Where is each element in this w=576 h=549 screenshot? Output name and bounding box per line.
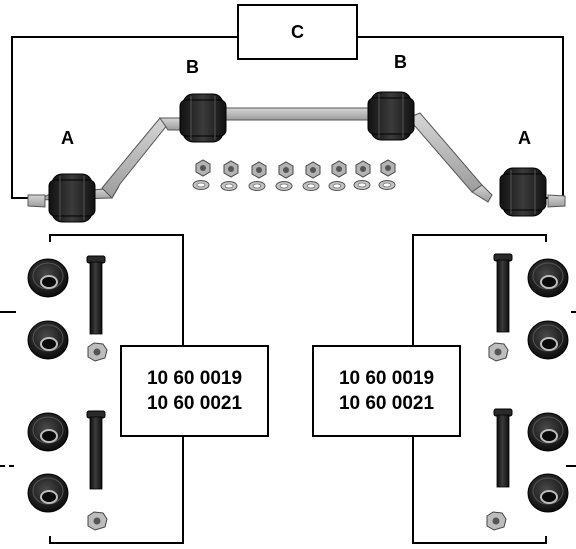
right-kit-bottom (487, 409, 568, 530)
bolt-icon (494, 254, 512, 332)
label-b-right: B (394, 53, 407, 71)
nut-icon (88, 343, 107, 361)
part-number-box-left: 10 60 0019 10 60 0021 (120, 345, 269, 437)
part-number-line1: 10 60 0019 (147, 366, 242, 391)
nut-row (196, 160, 395, 178)
right-kit-top (489, 254, 568, 361)
bushing-a-left (49, 174, 95, 222)
part-number-box-right: 10 60 0019 10 60 0021 (312, 345, 461, 437)
nut-icon (489, 343, 508, 361)
part-number-line2: 10 60 0021 (339, 391, 434, 416)
bushing-front-icon (528, 259, 568, 297)
bushing-front-icon (528, 413, 568, 451)
part-number-line1: 10 60 0019 (339, 366, 434, 391)
bushing-b-left (180, 94, 226, 142)
label-c: C (291, 22, 304, 43)
nut-icon (487, 512, 506, 530)
left-kit-top (28, 256, 107, 361)
stabilizer-bar (28, 108, 565, 207)
label-b-left: B (186, 58, 199, 76)
bushing-b-right (368, 92, 414, 140)
label-a-left: A (61, 129, 74, 147)
washer-row (193, 181, 395, 191)
bushing-a-right (500, 168, 546, 216)
bushing-front-icon (28, 474, 68, 512)
bolt-icon (87, 256, 105, 334)
label-c-box: C (237, 4, 358, 60)
bushing-front-icon (28, 259, 68, 297)
bolt-icon (87, 411, 105, 489)
bushing-front-icon (28, 413, 68, 451)
left-kit-bottom (28, 411, 107, 530)
bolt-icon (494, 409, 512, 487)
nut-icon (88, 512, 107, 530)
bushing-front-icon (28, 321, 68, 359)
bushing-front-icon (528, 321, 568, 359)
label-a-right: A (518, 129, 531, 147)
part-number-line2: 10 60 0021 (147, 391, 242, 416)
bushing-front-icon (528, 474, 568, 512)
